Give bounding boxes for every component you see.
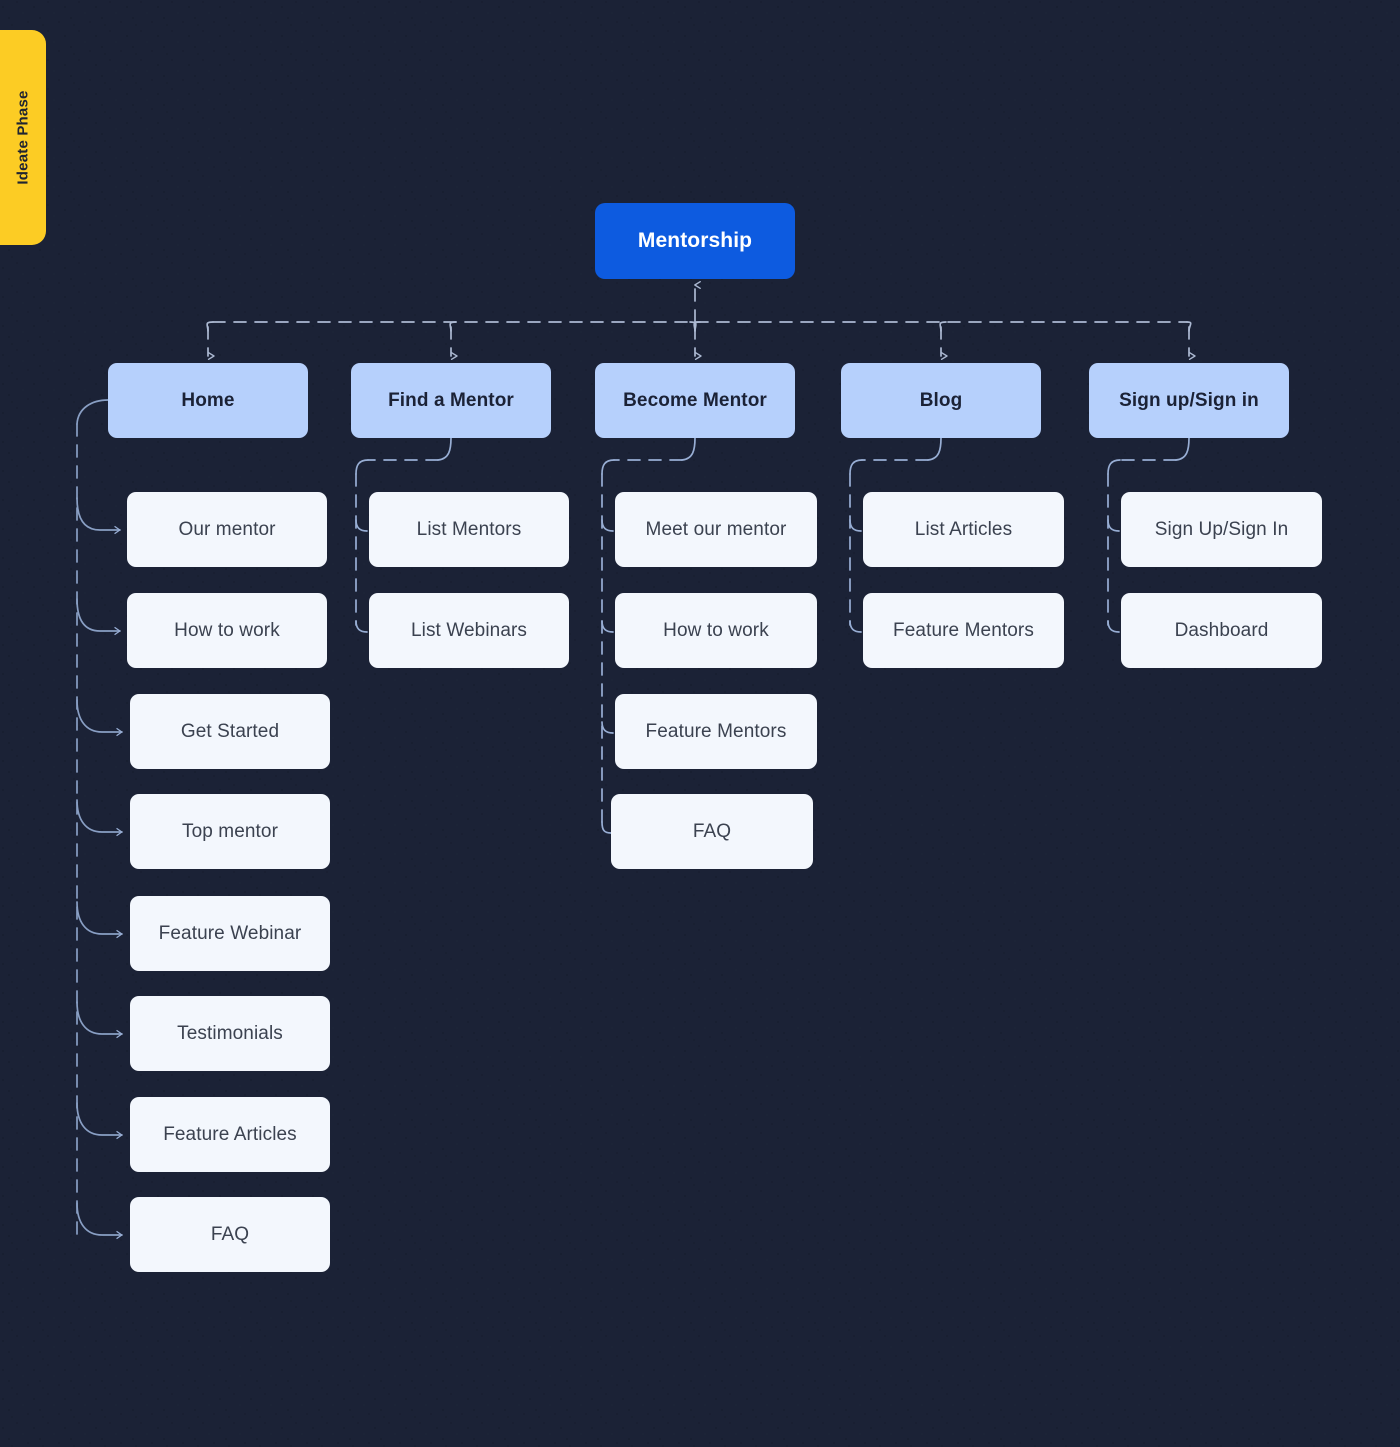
leaf-node-home-8[interactable]: FAQ <box>130 1197 330 1272</box>
wire-home-child-8 <box>76 1202 123 1240</box>
leaf-node-home-8-label: FAQ <box>210 1223 250 1245</box>
section-node-find-a-mentor-label: Find a Mentor <box>388 389 514 411</box>
wire-bm-child-1 <box>601 519 614 532</box>
leaf-node-find-a-mentor-1[interactable]: List Mentors <box>369 492 569 567</box>
wire-home-child-2 <box>76 598 121 636</box>
leaf-node-home-5[interactable]: Feature Webinar <box>130 896 330 971</box>
leaf-node-become-mentor-3-label: Feature Mentors <box>645 720 787 742</box>
wire-bm-stub <box>681 437 696 461</box>
leaf-node-home-3[interactable]: Get Started <box>130 694 330 769</box>
phase-tab[interactable]: Ideate Phase <box>0 30 46 245</box>
wire-home-child-3 <box>76 699 123 737</box>
wire-signup-child-2 <box>1107 620 1120 633</box>
wire-blog-child-2 <box>849 620 862 633</box>
leaf-node-home-5-label: Feature Webinar <box>158 922 302 944</box>
leaf-node-home-6-label: Testimonials <box>177 1022 283 1044</box>
leaf-node-find-a-mentor-1-label: List Mentors <box>416 518 522 540</box>
leaf-node-become-mentor-3[interactable]: Feature Mentors <box>615 694 817 769</box>
leaf-node-blog-1-label: List Articles <box>914 518 1013 540</box>
leaf-node-blog-2[interactable]: Feature Mentors <box>863 593 1064 668</box>
section-node-become-mentor-label: Become Mentor <box>623 389 767 411</box>
wire-home-child-6 <box>76 1001 123 1039</box>
leaf-node-home-7-label: Feature Articles <box>163 1123 297 1145</box>
section-node-blog[interactable]: Blog <box>841 363 1041 438</box>
leaf-node-find-a-mentor-2[interactable]: List Webinars <box>369 593 569 668</box>
section-node-blog-label: Blog <box>919 389 963 411</box>
leaf-node-signup-signin-2[interactable]: Dashboard <box>1121 593 1322 668</box>
wire-fam-stub <box>437 437 452 461</box>
wire-signup-child-1 <box>1107 519 1120 532</box>
section-node-signup-signin[interactable]: Sign up/Sign in <box>1089 363 1289 438</box>
leaf-node-home-6[interactable]: Testimonials <box>130 996 330 1071</box>
wire-home-child-5 <box>76 901 123 939</box>
phase-tab-label: Ideate Phase <box>14 90 32 185</box>
wire-home-child-7 <box>76 1102 123 1140</box>
leaf-node-become-mentor-1-label: Meet our mentor <box>645 518 787 540</box>
leaf-node-home-1-label: Our mentor <box>178 518 276 540</box>
leaf-node-blog-1[interactable]: List Articles <box>863 492 1064 567</box>
leaf-node-signup-signin-2-label: Dashboard <box>1174 619 1269 641</box>
leaf-node-home-3-label: Get Started <box>180 720 280 742</box>
section-node-find-a-mentor[interactable]: Find a Mentor <box>351 363 551 438</box>
wire-bm-child-3 <box>601 721 614 734</box>
leaf-node-become-mentor-4[interactable]: FAQ <box>611 794 813 869</box>
section-node-signup-signin-label: Sign up/Sign in <box>1119 389 1259 411</box>
leaf-node-home-2[interactable]: How to work <box>127 593 327 668</box>
wire-home-child-1 <box>76 497 121 535</box>
leaf-node-home-7[interactable]: Feature Articles <box>130 1097 330 1172</box>
leaf-node-home-2-label: How to work <box>174 619 280 641</box>
root-node[interactable]: Mentorship <box>595 203 795 279</box>
leaf-node-home-1[interactable]: Our mentor <box>127 492 327 567</box>
leaf-node-signup-signin-1[interactable]: Sign Up/Sign In <box>1121 492 1322 567</box>
section-node-home[interactable]: Home <box>108 363 308 438</box>
wire-home-rail-head <box>76 399 109 425</box>
leaf-node-become-mentor-2-label: How to work <box>663 619 769 641</box>
section-node-become-mentor[interactable]: Become Mentor <box>595 363 795 438</box>
wire-fam-child-2 <box>355 620 368 633</box>
wire-blog-stub <box>927 437 942 461</box>
wire-bm-child-2 <box>601 620 614 633</box>
section-node-home-label: Home <box>181 389 235 411</box>
leaf-node-signup-signin-1-label: Sign Up/Sign In <box>1154 518 1289 540</box>
wire-bm-child-4 <box>601 821 612 834</box>
wire-fam-child-1 <box>355 519 368 532</box>
leaf-node-become-mentor-2[interactable]: How to work <box>615 593 817 668</box>
wire-blog-child-1 <box>849 519 862 532</box>
leaf-node-blog-2-label: Feature Mentors <box>893 619 1034 641</box>
wire-signup-stub <box>1175 437 1190 461</box>
leaf-node-home-4[interactable]: Top mentor <box>130 794 330 869</box>
leaf-node-home-4-label: Top mentor <box>181 820 279 842</box>
leaf-node-find-a-mentor-2-label: List Webinars <box>410 619 528 641</box>
leaf-node-become-mentor-1[interactable]: Meet our mentor <box>615 492 817 567</box>
root-node-label: Mentorship <box>637 229 753 252</box>
leaf-node-become-mentor-4-label: FAQ <box>692 820 732 842</box>
wire-home-child-4 <box>76 799 123 837</box>
